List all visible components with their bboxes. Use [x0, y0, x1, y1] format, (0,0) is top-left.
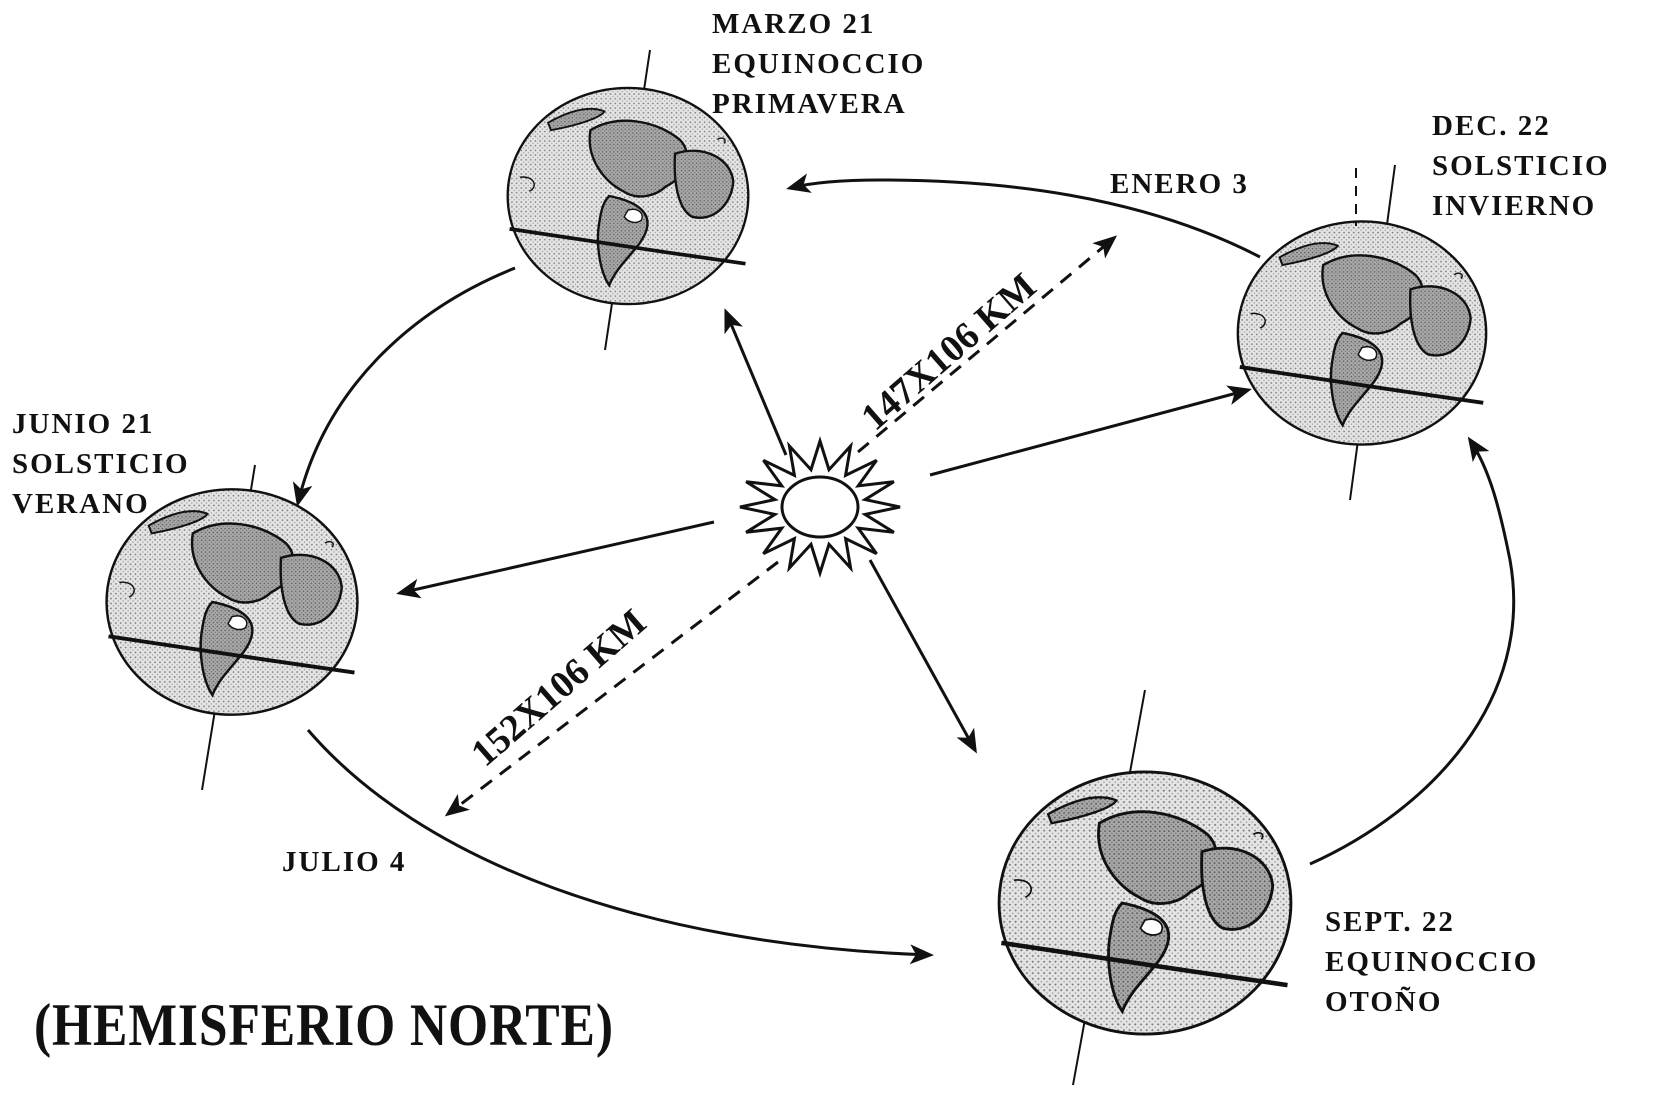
- september-globe-icon: [999, 772, 1291, 1034]
- aphelion-date-label: JULIO 4: [282, 846, 407, 878]
- march-earth-globe: [505, 49, 751, 351]
- june-solstice-label: JUNIO 21 SOLSTICIO VERANO: [12, 408, 190, 520]
- sun-arrow-to-september: [868, 559, 977, 754]
- globes: [104, 49, 1489, 1086]
- orbit-path: [292, 173, 1516, 965]
- sun-arrow-to-march: [724, 308, 788, 456]
- perihelion-distance-line: [857, 235, 1118, 454]
- perihelion-distance-label: 147X106 KM: [853, 265, 1044, 439]
- september-earth-globe: [999, 689, 1291, 1086]
- sun-icon: [739, 435, 901, 579]
- orbit-arc-mar-to-jun: [292, 266, 516, 507]
- aphelion-distance-label: 152X106 KM: [463, 601, 654, 775]
- orbit-arc-dec-to-mar: [786, 173, 1261, 259]
- september-equinox-label: SEPT. 22 EQUINOCCIO OTOÑO: [1325, 906, 1539, 1018]
- march-equinox-label: MARZO 21 EQUINOCCIO PRIMAVERA: [712, 8, 926, 120]
- hemisphere-title: (HEMISFERIO NORTE): [34, 992, 614, 1058]
- june-earth-globe: [104, 464, 360, 791]
- orbit-arc-jun-to-sep: [306, 729, 934, 965]
- december-solstice-label: DEC. 22 SOLSTICIO INVIERNO: [1432, 110, 1610, 222]
- perihelion-date-label: ENERO 3: [1110, 168, 1249, 200]
- december-globe-icon: [1235, 219, 1489, 447]
- orbit-arc-sep-to-dec: [1309, 436, 1516, 866]
- aphelion-distance-line: [444, 560, 779, 817]
- sun-arrows: [396, 308, 1252, 754]
- sun-arrow-to-december: [929, 385, 1252, 477]
- sun-arrow-to-june: [396, 520, 715, 599]
- december-earth-globe: [1235, 164, 1489, 501]
